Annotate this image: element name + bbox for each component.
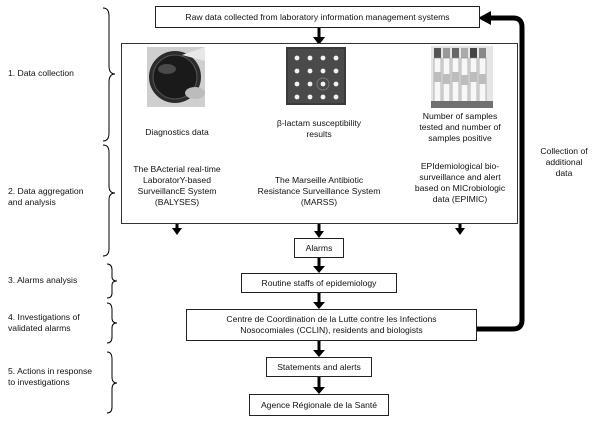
raw-data-box: Raw data collected from laboratory infor… [155, 6, 480, 28]
alarms-box: Alarms [294, 238, 344, 258]
ars-box: Agence Régionale de la Santé [249, 394, 389, 416]
stage-1-label: 1. Data collection [8, 68, 74, 78]
routine-staffs-box: Routine staffs of epidemiology [241, 273, 397, 293]
antibiotic-disk-plate-photo [286, 47, 346, 105]
stage-4-brace [106, 302, 118, 344]
petri-dish-photo [147, 47, 205, 107]
stage-2-label: 2. Data aggregation and analysis [8, 186, 84, 207]
stage-2-brace [102, 144, 116, 257]
stage-5-brace [106, 351, 118, 414]
feedback-loop [477, 15, 525, 332]
stage-4-label: 4. Investigations of validated alarms [8, 312, 80, 333]
cclin-box: Centre de Coordination de la Lutte contr… [186, 309, 477, 341]
col2-data-label: β-lactam susceptibility results [276, 118, 362, 139]
statements-box: Statements and alerts [266, 357, 372, 377]
col3-data-label: Number of samples tested and number of s… [419, 111, 501, 143]
stage-5-label: 5. Actions in response to investigations [8, 366, 93, 387]
stage-3-brace [106, 263, 118, 299]
stage-1-brace [102, 7, 116, 142]
col1-data-label: Diagnostics data [145, 127, 209, 137]
stage-3-label: 3. Alarms analysis [8, 275, 78, 285]
col2-system-label: The Marseille Antibiotic Resistance Surv… [257, 175, 381, 207]
col1-system-label: The BActerial real-time LaboratorY-based… [133, 164, 221, 207]
sample-tubes-photo [431, 46, 493, 108]
feedback-label: Collection of additional data [540, 146, 588, 178]
col3-system-label: EPIdemiological bio- surveillance and al… [414, 161, 506, 204]
